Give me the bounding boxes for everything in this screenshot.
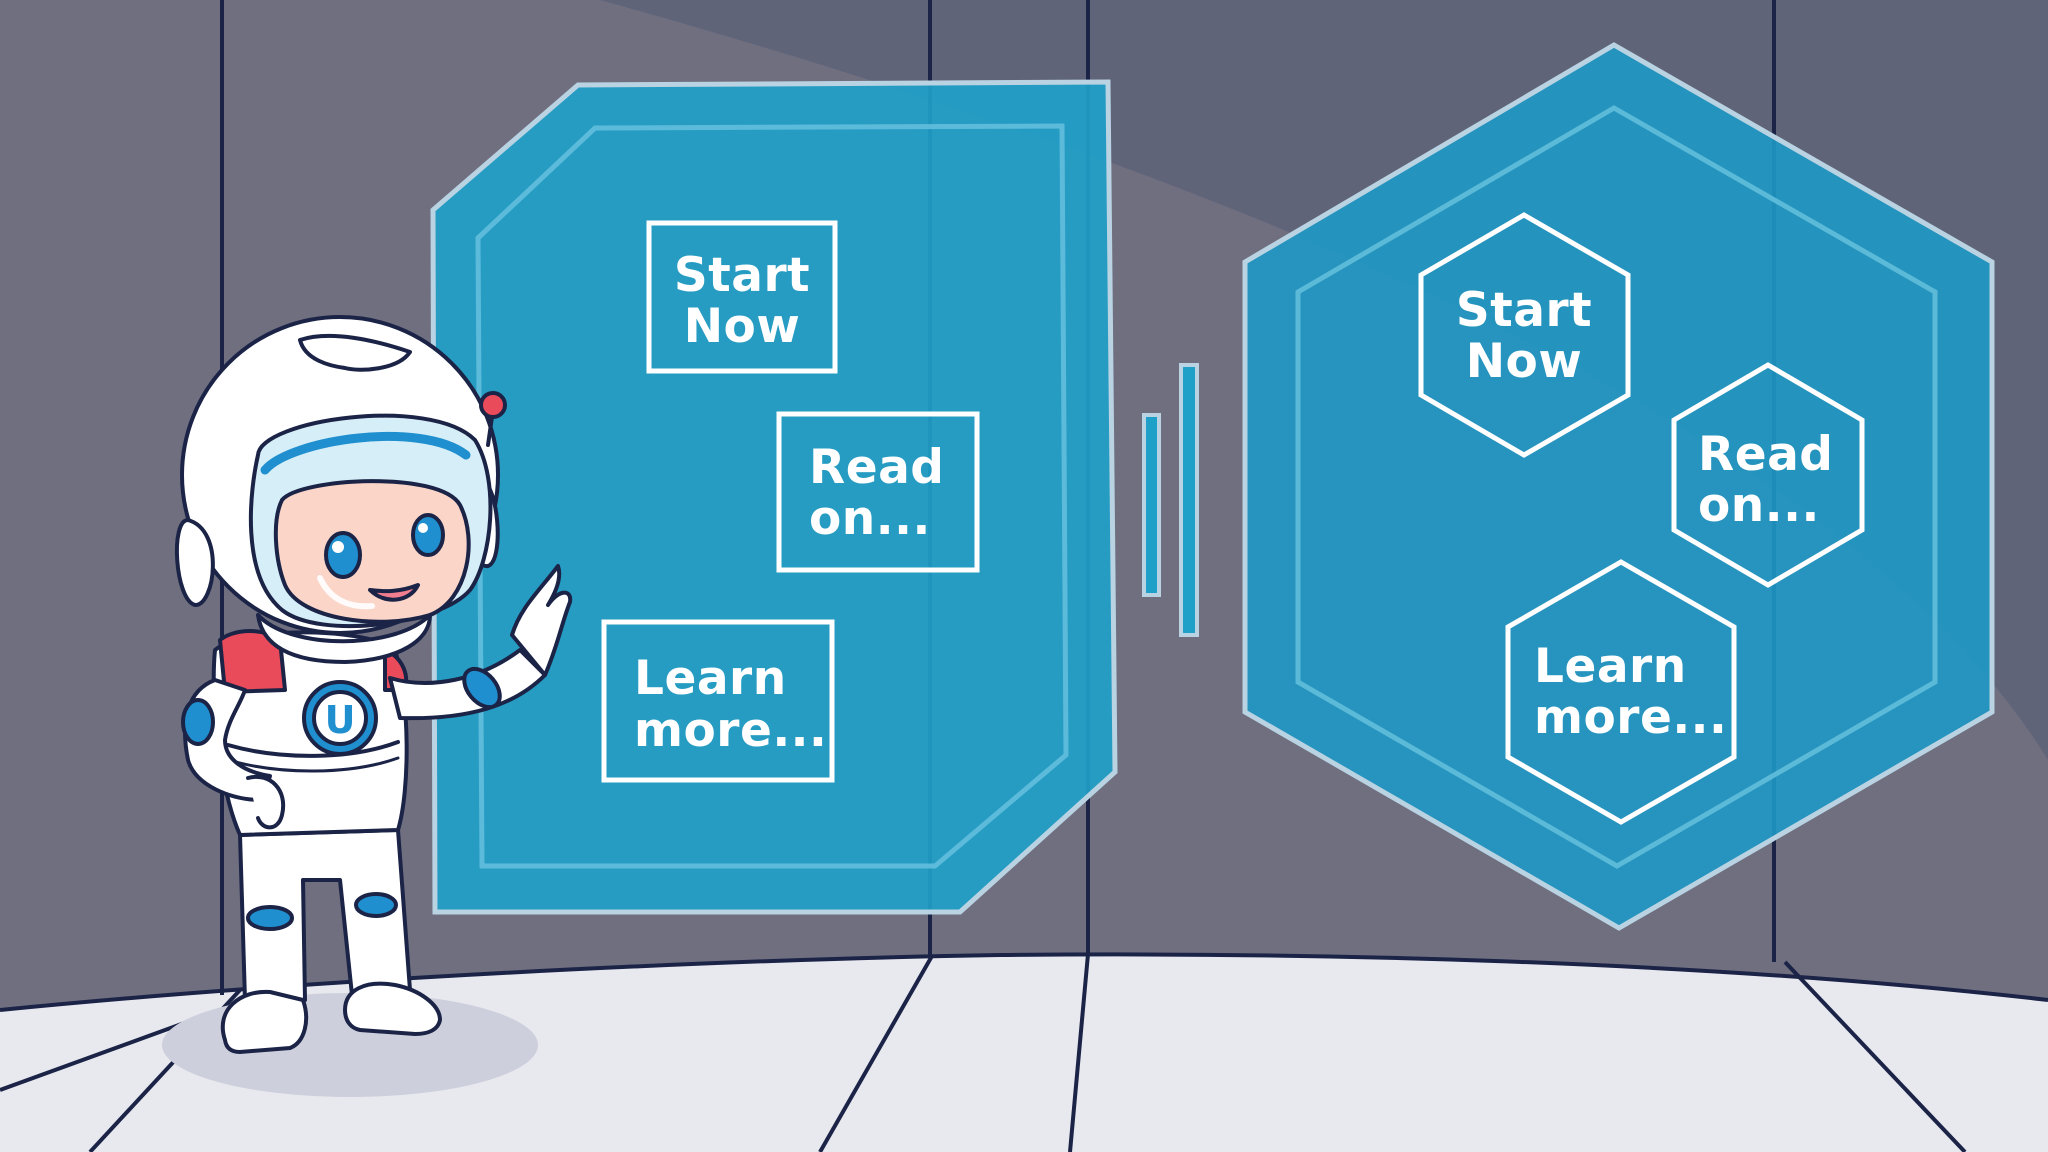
start-now-button-hex[interactable]: Start Now (1418, 212, 1631, 458)
read-on-hex-line1: Read (1698, 427, 1833, 482)
mascot-badge-letter: U (325, 698, 356, 742)
learn-more-button-hex[interactable]: Learn more... (1505, 559, 1737, 825)
start-now-hex-line1: Start (1456, 283, 1592, 338)
read-on-button-hex[interactable]: Read on... (1671, 362, 1865, 588)
start-now-label-line1: Start (674, 248, 810, 303)
learn-more-label-line2: more... (634, 703, 827, 758)
right-panel (1242, 42, 1995, 931)
read-on-button-rect[interactable]: Read on... (776, 411, 980, 573)
center-slots (1142, 363, 1199, 637)
start-now-label-line2: Now (684, 299, 801, 354)
learn-more-hex-line2: more... (1534, 690, 1727, 745)
read-on-label-line2: on... (809, 491, 931, 546)
astronaut-mascot-icon: U (162, 315, 573, 1097)
learn-more-label-line1: Learn (634, 651, 787, 706)
start-now-hex-line2: Now (1466, 334, 1583, 389)
read-on-hex-line2: on... (1698, 478, 1820, 533)
left-panel (430, 79, 1118, 915)
floor (0, 954, 2048, 1152)
floor-edge (0, 952, 2048, 1012)
learn-more-hex-line1: Learn (1534, 639, 1687, 694)
learn-more-button-rect[interactable]: Learn more... (601, 619, 835, 783)
start-now-button-rect[interactable]: Start Now (646, 220, 838, 374)
read-on-label-line1: Read (809, 440, 944, 495)
